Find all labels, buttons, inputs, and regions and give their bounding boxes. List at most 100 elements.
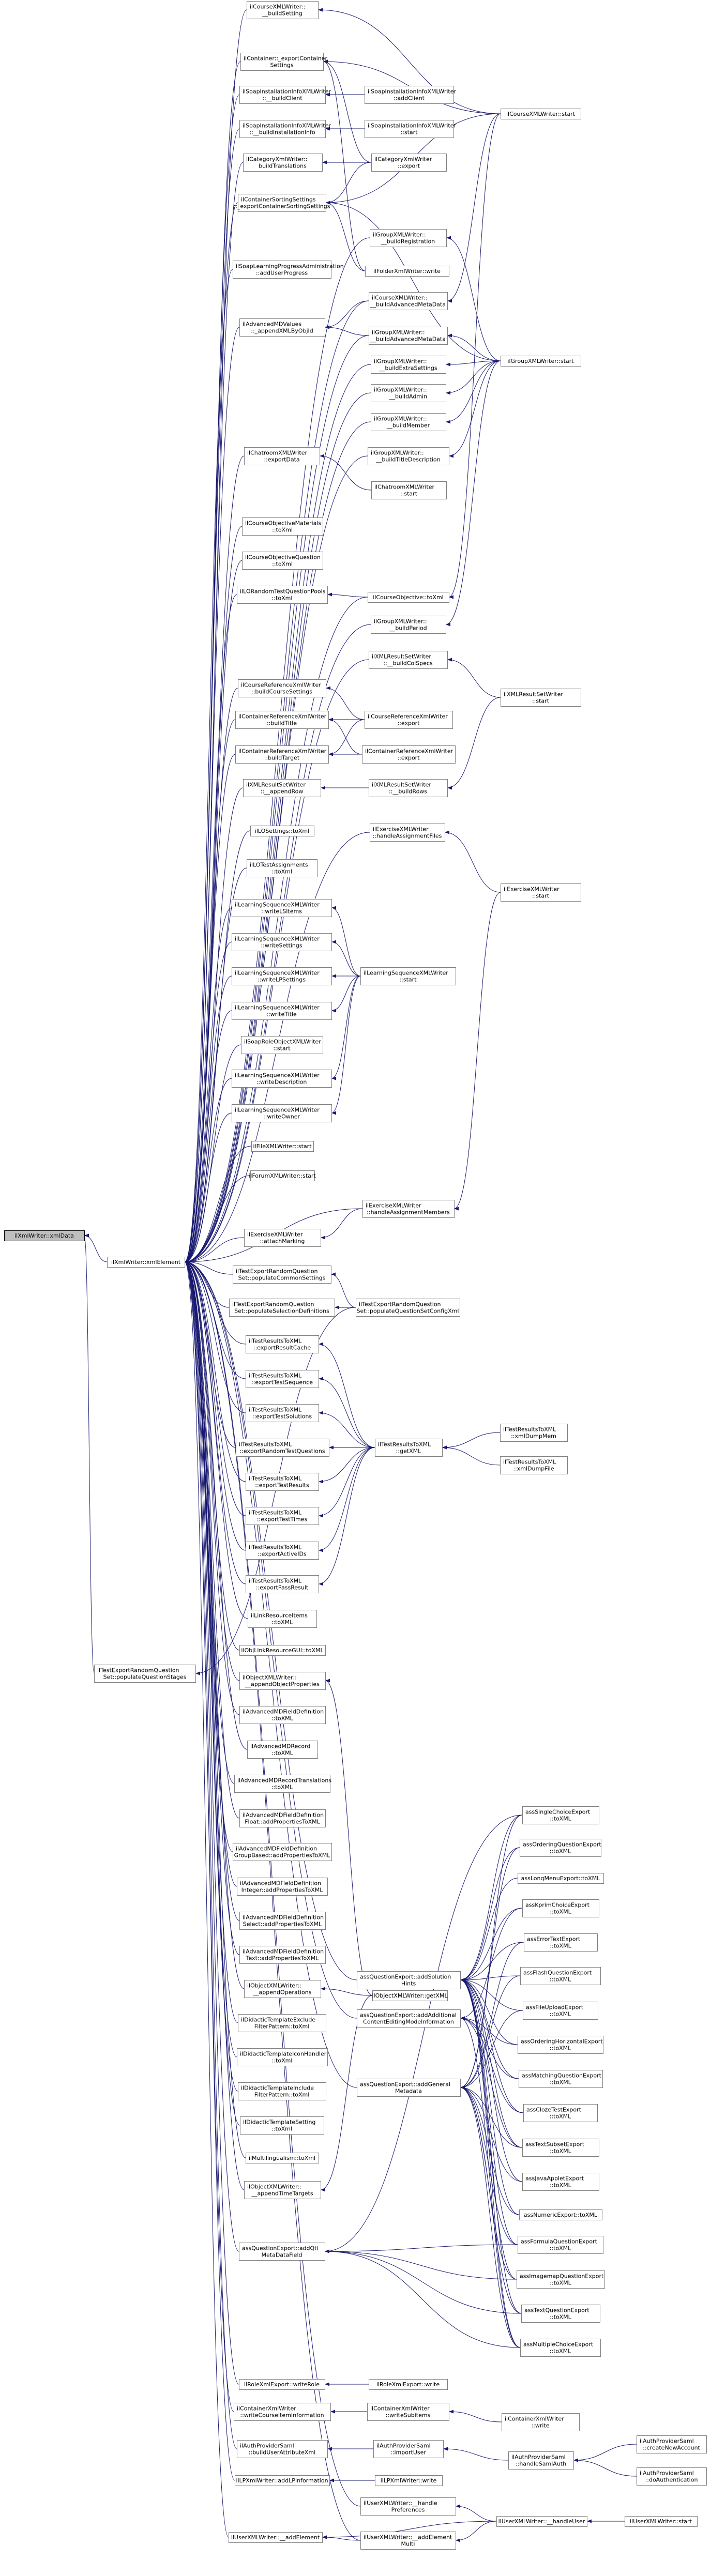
node-trxmldumpmem[interactable]: ilTestResultsToXML::xmlDumpMem	[500, 1424, 568, 1442]
node-lotestassign[interactable]: ilLOTestAssignments::toXml	[247, 859, 317, 877]
node-tergetselection[interactable]: ilTestExportRandomQuestionSet::populateS…	[229, 1299, 335, 1317]
node-lsxstart[interactable]: ilLearningSequenceXMLWriter::start	[360, 967, 456, 985]
node-lsxlpsettings[interactable]: ilLearningSequenceXMLWriter::writeLPSett…	[232, 967, 332, 985]
node-didacticsetting[interactable]: ilDidacticTemplateSetting::toXml	[240, 2116, 324, 2135]
node-formulaquestion[interactable]: assFormulaQuestionExport::toXML	[518, 2236, 603, 2254]
node-coursematerials[interactable]: ilCourseObjectiveMaterials::toXml	[242, 517, 323, 536]
node-cxbuildadvmeta[interactable]: ilCourseXMLWriter::__buildAdvancedMetaDa…	[369, 292, 448, 310]
node-objxmlappendprops[interactable]: ilObjectXMLWriter::__appendObjectPropert…	[239, 1672, 326, 1690]
node-trxmldumpfile[interactable]: ilTestResultsToXML::xmlDumpFile	[500, 1456, 568, 1474]
node-chatexport[interactable]: ilChatroomXMLWriter::exportData	[244, 447, 320, 465]
node-tergetqs[interactable]: ilTestExportRandomQuestionSet::populateQ…	[94, 1665, 196, 1683]
node-losettings[interactable]: ilLOSettings::toXml	[250, 826, 314, 836]
node-lsxtitle[interactable]: ilLearningSequenceXMLWriter::writeTitle	[232, 1002, 332, 1020]
node-contsorting[interactable]: ilContainerSortingSettings::_exportConta…	[234, 194, 330, 212]
node-trresultcache[interactable]: ilTestResultsToXML::exportResultCache	[246, 1335, 319, 1353]
node-userhandleuser[interactable]: ilUserXMLWriter::__handleUser	[496, 2516, 587, 2527]
node-advmdrecordtrans[interactable]: ilAdvancedMDRecordTranslations::toXML	[234, 1775, 332, 1793]
node-gxbuildadvmeta[interactable]: ilGroupXMLWriter::__buildAdvancedMetaDat…	[369, 327, 448, 345]
node-advmdappend[interactable]: ilAdvancedMDValues::_appendXMLByObjId	[239, 318, 325, 337]
node-xmlrsbuildrows[interactable]: ilXMLResultSetWriter::__buildRows	[369, 779, 448, 797]
node-textsubset[interactable]: assTextSubsetExport::toXML	[522, 2139, 599, 2157]
node-didacticexclude[interactable]: ilDidacticTemplateExcludeFilterPattern::…	[238, 2014, 326, 2032]
node-gxtitledesc[interactable]: ilGroupXMLWriter::__buildTitleDescriptio…	[368, 447, 449, 465]
node-trtestsequence[interactable]: ilTestResultsToXML::exportTestSequence	[246, 1370, 319, 1388]
node-advmdfielddef[interactable]: ilAdvancedMDFieldDefinition::toXML	[239, 1706, 326, 1724]
node-lsxsettings[interactable]: ilLearningSequenceXMLWriter::writeSettin…	[232, 933, 332, 951]
node-trtestsolutions[interactable]: ilTestResultsToXML::exportTestSolutions	[246, 1404, 319, 1422]
node-objxmlgetxml[interactable]: ilObjectXMLWriter::getXML	[372, 1990, 448, 2001]
node-trrandomquestions[interactable]: ilTestResultsToXML::exportRandomTestQues…	[236, 1439, 329, 1457]
node-didacticinclude[interactable]: ilDidacticTemplateIncludeFilterPattern::…	[238, 2082, 326, 2100]
node-linkresource[interactable]: ilLinkResourceItems::toXML	[248, 1610, 317, 1628]
node-contxmlwrite[interactable]: ilContainerXmlWriter::write	[502, 2413, 580, 2431]
node-trtesttimes[interactable]: ilTestResultsToXML::exportTestTimes	[246, 1507, 319, 1525]
node-coursequestion[interactable]: ilCourseObjectiveQuestion::toXml	[242, 552, 323, 570]
node-userstart[interactable]: ilUserXMLWriter::start	[625, 2516, 698, 2527]
node-gxmember[interactable]: ilGroupXMLWriter::__buildMember	[371, 413, 446, 431]
node-xmlrsappendrow[interactable]: ilXMLResultSetWriter::__appendRow	[243, 779, 321, 797]
node-filexml[interactable]: ilFileXMLWriter::start	[251, 1141, 314, 1152]
node-soapbuildinst[interactable]: ilSoapInstallationInfoXMLWriter::__build…	[239, 120, 331, 138]
node-crsrefexport[interactable]: ilCourseReferenceXmlWriter::export	[365, 711, 453, 729]
node-soaplearning[interactable]: ilSoapLearningProgressAdministration::ad…	[233, 261, 344, 279]
node-authsamldoauth[interactable]: ilAuthProviderSaml::doAuthentication	[637, 2467, 707, 2486]
node-xmlrsstart[interactable]: ilXMLResultSetWriter::start	[501, 689, 581, 707]
node-advmdgroupbased[interactable]: ilAdvancedMDFieldDefinitionGroupBased::a…	[233, 1843, 332, 1861]
node-tergetcommon[interactable]: ilTestExportRandomQuestionSet::populateC…	[233, 1266, 331, 1284]
node-crsrefbuildsettings[interactable]: ilCourseReferenceXmlWriter::buildCourseS…	[238, 679, 326, 697]
node-authsamlcreate[interactable]: ilAuthProviderSaml::createNewAccount	[637, 2435, 707, 2453]
node-lsxschema[interactable]: ilLearningSequenceXMLWriter::writeLSItem…	[232, 899, 332, 917]
node-catexport[interactable]: ilCategoryXmlWriter::export	[371, 154, 447, 172]
node-authsamlhandle[interactable]: ilAuthProviderSaml::handleSamlAuth	[508, 2451, 574, 2470]
node-soapstart[interactable]: ilSoapInstallationInfoXMLWriter::start	[365, 120, 457, 138]
node-lpxmlwrite[interactable]: ilLPXmlWriter::write	[375, 2475, 443, 2486]
node-exercisehandleassign[interactable]: ilExerciseXMLWriter::handleAssignmentFil…	[370, 824, 445, 842]
node-trgetxml[interactable]: ilTestResultsToXML::getXML	[375, 1439, 443, 1457]
node-advmdselect[interactable]: ilAdvancedMDFieldDefinitionSelect::addPr…	[239, 1912, 326, 1930]
node-authsamlimport[interactable]: ilAuthProviderSaml::importUser	[373, 2440, 444, 2458]
node-forumxml[interactable]: ilForumXMLWriter::start	[249, 1170, 316, 1181]
node-xmlelement[interactable]: ilXmlWriter::xmlElement	[107, 1257, 185, 1268]
node-advmdfloat[interactable]: ilAdvancedMDFieldDefinitionFloat::addPro…	[239, 1809, 326, 1827]
node-contrefbuildtarget[interactable]: ilContainerReferenceXmlWriter::buildTarg…	[235, 745, 329, 764]
node-numeric[interactable]: assNumericExport::toXML	[519, 2209, 602, 2220]
node-multiplechoice[interactable]: assMultipleChoiceExport::toXML	[520, 2339, 601, 2357]
node-soapbuildclient[interactable]: ilSoapInstallationInfoXMLWriter::__build…	[239, 86, 331, 104]
node-orderingquestion[interactable]: assOrderingQuestionExport::toXML	[520, 1839, 602, 1857]
node-singlechoice[interactable]: assSingleChoiceExport::toXML	[522, 1806, 599, 1824]
node-clozetest[interactable]: assClozeTestExport::toXML	[523, 2104, 598, 2122]
node-matchingquestion[interactable]: assMatchingQuestionExport::toXML	[519, 2070, 603, 2088]
node-contrefexport[interactable]: ilContainerReferenceXmlWriter::export	[362, 745, 456, 764]
node-lorandom[interactable]: ilLORandomTestQuestionPools::toXml	[237, 586, 328, 604]
node-qeaddcontent[interactable]: assQuestionExport::addAdditionalContentE…	[357, 2009, 461, 2028]
node-lpxmlinfo[interactable]: ilLPXmlWriter::addLPInformation	[235, 2475, 330, 2486]
node-contrefbuildtitle[interactable]: ilContainerReferenceXmlWriter::buildTitl…	[235, 711, 329, 729]
node-gxperiod[interactable]: ilGroupXMLWriter::__buildPeriod	[371, 616, 446, 634]
node-fileupload[interactable]: assFileUploadExport::toXML	[523, 2002, 598, 2020]
node-soaproleobj[interactable]: ilSoapRoleObjectXMLWriter::start	[241, 1036, 323, 1054]
node-rolexmlwrite[interactable]: ilRoleXmlExport::write	[369, 2379, 448, 2390]
node-objxmlappendtime[interactable]: ilObjectXMLWriter::__appendTimeTargets	[244, 2181, 321, 2199]
node-advmdtext[interactable]: ilAdvancedMDFieldDefinitionText::addProp…	[239, 1946, 326, 1964]
node-contxmlsubitems[interactable]: ilContainerXmlWriter::writeSubitems	[367, 2403, 449, 2421]
node-chatstart[interactable]: ilChatroomXMLWriter::start	[371, 481, 447, 499]
node-longmenu[interactable]: assLongMenuExport::toXML	[518, 1873, 604, 1884]
node-trpassresult[interactable]: ilTestResultsToXML::exportPassResult	[246, 1575, 319, 1593]
node-gxadmin[interactable]: ilGroupXMLWriter::__buildAdmin	[371, 384, 446, 402]
node-contxmlcourseitem[interactable]: ilContainerXmlWriter::writeCourseItemInf…	[234, 2403, 331, 2421]
node-groupstart[interactable]: ilGroupXMLWriter::start	[501, 356, 581, 367]
node-flashquestion[interactable]: assFlashQuestionExport::toXML	[520, 1967, 601, 1985]
node-errortext[interactable]: assErrorTextExport::toXML	[524, 1933, 598, 1952]
node-xmlrsbuildcolspecs[interactable]: ilXMLResultSetWriter::__buildColSpecs	[369, 651, 448, 669]
node-cxbuildsetting[interactable]: ilCourseXMLWriter::__buildSetting	[247, 1, 319, 19]
node-imagemap[interactable]: assImagemapQuestionExport::toXML	[517, 2270, 605, 2289]
node-exercisehandlemembers[interactable]: ilExerciseXMLWriter::handleAssignmentMem…	[362, 1200, 455, 1218]
node-exercisestart[interactable]: ilExerciseXMLWriter::start	[501, 883, 581, 902]
node-authsamlbuild[interactable]: ilAuthProviderSaml::buildUserAttributeXm…	[237, 2440, 328, 2458]
